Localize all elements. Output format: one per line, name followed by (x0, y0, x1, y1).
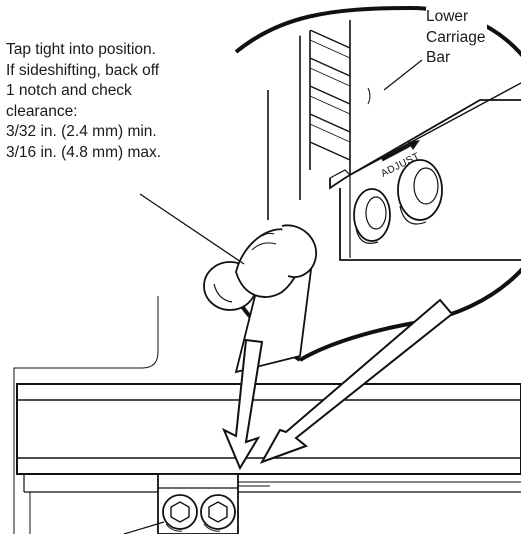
lower-carriage-bar-callout: Lower Carriage Bar (426, 7, 488, 69)
tap-leader-line (139, 193, 245, 265)
notch-rack (309, 29, 351, 161)
carriage-bolt-left (353, 188, 391, 244)
tap-instruction-callout: Tap tight into position. If sideshifting… (6, 40, 161, 164)
tap-instruction-line-2: If sideshifting, back off (6, 61, 160, 79)
hex-bolt-right (200, 494, 236, 532)
lower-carriage-bar-line-1: Lower (426, 8, 469, 25)
tap-instruction-line-4: clearance: (6, 102, 78, 120)
carriage-beam (16, 383, 521, 475)
tap-instruction-line-6: 3/16 in. (4.8 mm) max. (6, 143, 162, 161)
hex-bolt-left (162, 494, 198, 532)
pointer-arrows (222, 298, 454, 471)
tap-instruction-line-3: 1 notch and check (6, 82, 132, 100)
lower-carriage-bar-line-3: Bar (426, 49, 451, 67)
carriage-leader-line (383, 59, 423, 91)
magnifier-bubble-outline (234, 5, 521, 362)
frame-overview (13, 296, 521, 534)
tap-instruction-line-5: 3/32 in. (2.4 mm) min. (6, 123, 157, 141)
adjust-arrow-icon (381, 140, 420, 162)
lower-carriage-bar-line-2: Carriage (426, 28, 486, 46)
bracket-leader-line (123, 521, 165, 534)
adjuster-bracket (157, 473, 239, 534)
carriage-bolt-right (397, 159, 443, 225)
tap-instruction-line-1: Tap tight into position. (6, 41, 156, 58)
magnified-detail (267, 20, 521, 261)
